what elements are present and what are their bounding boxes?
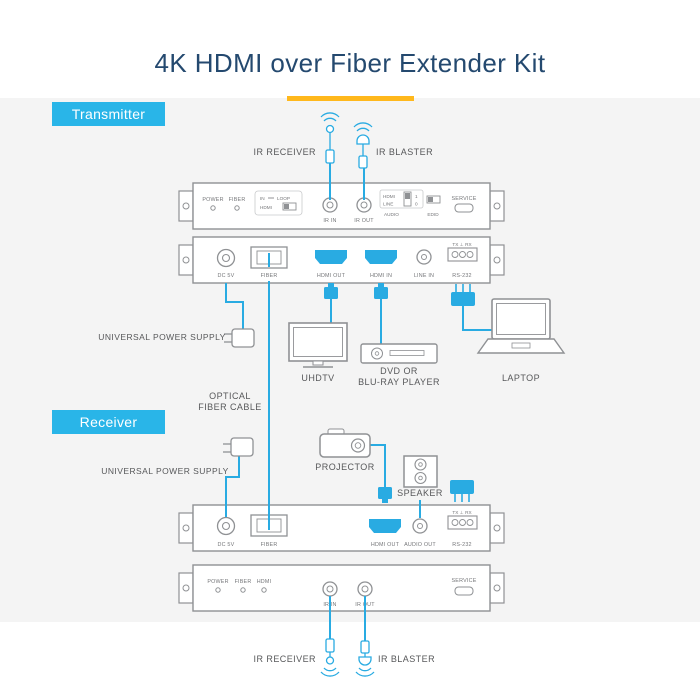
tx-front-fiber-label: FIBER	[261, 273, 278, 279]
cable-lines	[225, 163, 492, 641]
power-cable-rx	[225, 456, 240, 517]
service-usb-port	[454, 586, 474, 596]
receiver-badge: Receiver	[52, 410, 165, 434]
hdmi-out-port	[315, 250, 347, 264]
receiver-top-device: POWER FIBER HDMI IR IN IR OUT SERVICE	[178, 564, 505, 612]
screw-hole	[182, 584, 190, 592]
ir-blaster-label-top: IR BLASTER	[376, 147, 434, 157]
rx-top-fiber-label: FIBER	[235, 579, 252, 585]
tx-top-line-sw-label: LINE	[383, 202, 393, 207]
ir-receiver-label-bottom: IR RECEIVER	[253, 654, 316, 664]
screw-hole	[182, 256, 190, 264]
tx-top-pos1-label: 1	[415, 194, 418, 199]
screw-hole	[182, 202, 190, 210]
tx-top-ir-out-label: IR OUT	[354, 218, 374, 224]
tx-top-in-label: IN	[260, 196, 265, 201]
tx-front-txrx-label: TX ⊥ RX	[452, 242, 472, 247]
tx-top-loop-label: LOOP	[277, 196, 290, 201]
rx-front-rs232-label: RS-232	[452, 542, 471, 548]
ir-receiver-icon-bottom	[320, 638, 340, 677]
rx-front-dc5v-label: DC 5V	[218, 542, 235, 548]
laptop-label: LAPTOP	[501, 373, 541, 383]
dvd-player-icon	[360, 343, 438, 364]
dvd-player-label-line2: BLU-RAY PLAYER	[358, 377, 440, 387]
screw-hole	[182, 524, 190, 532]
laptop-icon	[476, 298, 566, 354]
service-usb-port	[454, 203, 474, 213]
power-led	[210, 205, 216, 211]
optical-fiber-cable-label-line2: FIBER CABLE	[198, 402, 262, 412]
tx-top-pos0-label: 0	[415, 202, 418, 207]
power-cable-tx	[225, 283, 244, 329]
page-title: 4K HDMI over Fiber Extender Kit	[154, 48, 546, 78]
rx-top-power-label: POWER	[207, 579, 228, 585]
power-adapter-tx-icon	[224, 328, 255, 348]
screw-hole	[493, 202, 501, 210]
uhdtv-icon	[288, 322, 348, 368]
transmitter-front-device: DC 5V FIBER HDMI OUT HDMI IN LINE IN TX …	[178, 236, 505, 284]
rx-front-audio-out-label: AUDIO OUT	[404, 542, 436, 548]
tx-top-fiber-label: FIBER	[229, 197, 246, 203]
optical-fiber-cable-label: OPTICAL FIBER CABLE	[196, 391, 264, 413]
hdmi-plug-projector-icon	[378, 487, 392, 503]
projector-cable	[370, 444, 386, 487]
tx-top-service-label: SERVICE	[452, 196, 477, 202]
screw-hole	[493, 584, 501, 592]
tx-front-dc5v-label: DC 5V	[218, 273, 235, 279]
optical-fiber-cable-label-line1: OPTICAL	[209, 391, 251, 401]
tx-front-rs232-label: RS-232	[452, 273, 471, 279]
hdmi-led	[261, 587, 267, 593]
tx-top-hdmi-sw-label: HDMI	[383, 194, 395, 199]
ir-blaster-icon	[353, 122, 373, 169]
hdmi-plug-uhdtv-icon	[324, 283, 338, 299]
tx-top-hdmi-label: HDMI	[260, 205, 272, 210]
dvd-player-label-line1: DVD OR	[380, 366, 418, 376]
dvd-player-label: DVD OR BLU-RAY PLAYER	[349, 366, 449, 388]
power-supply-label-rx: UNIVERSAL POWER SUPPLY	[101, 466, 229, 476]
transmitter-badge: Transmitter	[52, 102, 165, 126]
tx-front-hdmi-out-label: HDMI OUT	[317, 273, 346, 279]
receiver-front-device: DC 5V FIBER HDMI OUT AUDIO OUT TX ⊥ RX R…	[178, 504, 505, 552]
hdmi-in-port	[365, 250, 397, 264]
rx-top-service-label: SERVICE	[452, 578, 477, 584]
rx-top-hdmi-label: HDMI	[257, 579, 272, 585]
hdmi-plug-dvd-icon	[374, 283, 388, 299]
rs232-plug-rx-icon	[450, 480, 474, 502]
transmitter-top-device: POWER FIBER IN LOOP HDMI IR IN IR OUT HD…	[178, 182, 505, 230]
ir-blaster-label-bottom: IR BLASTER	[378, 654, 436, 664]
ir-blaster-icon-bottom	[355, 640, 375, 677]
speaker-label: SPEAKER	[397, 488, 443, 498]
speaker-icon	[403, 455, 438, 488]
power-adapter-rx-icon	[223, 437, 254, 457]
hdmi-out-port	[369, 519, 401, 533]
projector-label: PROJECTOR	[315, 462, 375, 472]
power-supply-label-tx: UNIVERSAL POWER SUPPLY	[98, 332, 226, 342]
uhdtv-label: UHDTV	[301, 373, 335, 383]
tx-front-hdmi-in-label: HDMI IN	[370, 273, 392, 279]
rs232-cable-tx	[462, 305, 492, 331]
rx-front-hdmi-out-label: HDMI OUT	[371, 542, 400, 548]
projector-icon	[319, 428, 371, 458]
loop-switch	[282, 202, 297, 211]
ir-receiver-label-top: IR RECEIVER	[253, 147, 316, 157]
tx-top-audio-label: AUDIO	[384, 212, 399, 217]
fiber-led	[234, 205, 240, 211]
rx-front-txrx-label: TX ⊥ RX	[452, 510, 472, 515]
screw-hole	[493, 524, 501, 532]
fiber-led	[240, 587, 246, 593]
tx-front-line-in-label: LINE IN	[414, 273, 434, 279]
screw-hole	[493, 256, 501, 264]
ir-receiver-icon	[320, 112, 340, 164]
tx-top-power-label: POWER	[202, 197, 223, 203]
tx-top-edid-label: EDID	[427, 212, 439, 217]
edid-switch	[426, 195, 441, 204]
title-underline	[287, 96, 414, 101]
rs232-plug-tx-icon	[451, 284, 475, 306]
tx-top-ir-in-label: IR IN	[323, 218, 336, 224]
power-led	[215, 587, 221, 593]
rx-front-fiber-label: FIBER	[261, 542, 278, 548]
